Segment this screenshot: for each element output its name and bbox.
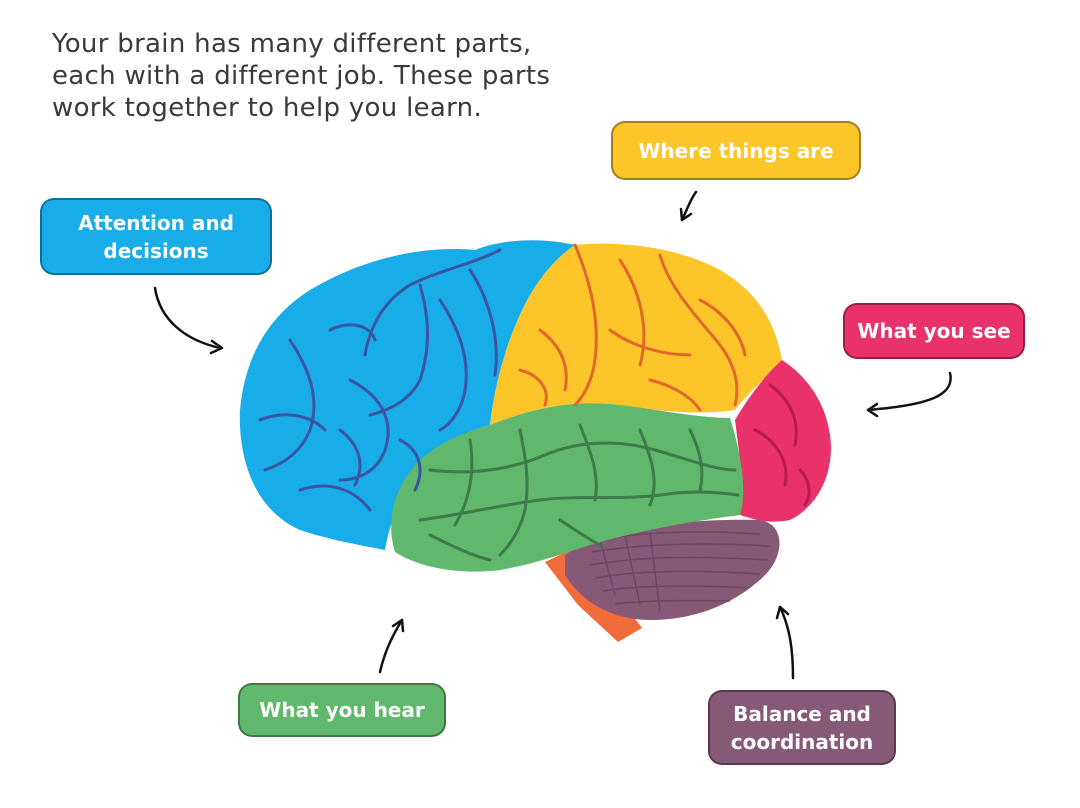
arrow-hear <box>378 618 404 674</box>
parietal-lobe <box>490 243 782 425</box>
arrow-balance <box>778 605 795 680</box>
label-balance-line-1: Balance and <box>733 701 871 726</box>
label-hear-text: What you hear <box>259 698 425 722</box>
arrow-see <box>866 371 952 412</box>
intro-text: Your brain has many different parts, eac… <box>52 28 572 124</box>
label-see-text: What you see <box>857 319 1011 343</box>
label-what-you-see: What you see <box>843 303 1025 359</box>
occipital-sulci <box>753 383 811 507</box>
temporal-sulci <box>418 423 740 562</box>
label-balance-and-coordination: Balance and coordination <box>708 690 896 765</box>
label-what-you-hear: What you hear <box>238 683 446 737</box>
temporal-lobe <box>391 403 744 572</box>
label-balance-line-2: coordination <box>730 729 874 754</box>
intro-line-1: Your brain has many different parts, <box>52 29 532 59</box>
arrow-where <box>680 190 698 222</box>
intro-line-2: each with a different job. These parts <box>52 61 551 91</box>
label-where-things-are: Where things are <box>611 121 861 180</box>
frontal-sulci <box>258 248 502 512</box>
intro-line-3: work together to help you learn. <box>52 93 483 123</box>
cerebellum-folds <box>589 531 771 613</box>
arrow-attention <box>153 286 222 350</box>
arrows <box>153 190 952 680</box>
label-attention-and-decisions: Attention and decisions <box>40 198 272 275</box>
label-attention-line-1: Attention and <box>78 210 234 235</box>
label-where-text: Where things are <box>638 138 834 163</box>
label-attention-line-2: decisions <box>103 238 209 263</box>
parietal-sulci <box>518 243 747 412</box>
